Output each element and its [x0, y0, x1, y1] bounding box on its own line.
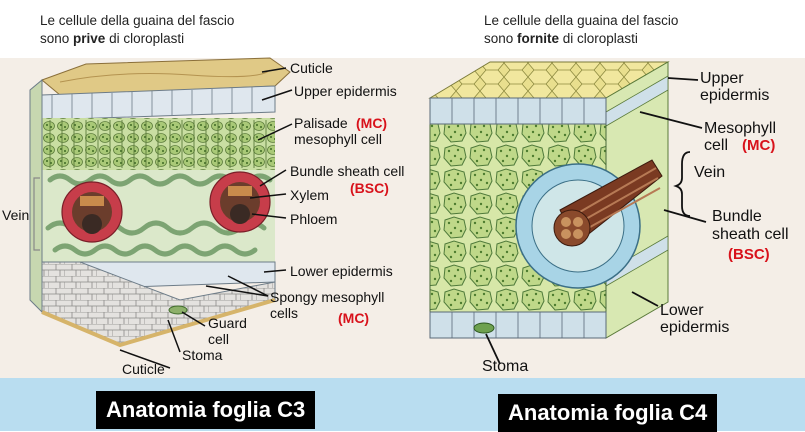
c4-label-upper-epidermis: epidermis	[700, 87, 770, 104]
c3-label-phloem: Phloem	[290, 211, 338, 227]
c3-label-mesophyll-cell: mesophyll cell	[294, 131, 382, 147]
c4-label-cell: cell	[704, 137, 729, 154]
c3-label-stoma: Stoma	[182, 347, 223, 363]
c3-label-cuticle-bottom: Cuticle	[122, 361, 165, 377]
c4-label-mc: (MC)	[742, 137, 776, 154]
c4-leaf-block	[428, 61, 670, 339]
left-caption-line1: Le cellule della guaina del fascio	[40, 13, 235, 28]
c3-leaf-block	[29, 57, 291, 348]
c4-label-bsc: (BSC)	[728, 246, 770, 263]
c3-label-bundle-sheath-cell: Bundle sheath cell	[290, 163, 405, 179]
c4-vein	[553, 159, 663, 247]
c3-label-mc1: (MC)	[356, 115, 388, 131]
c3-label-guard: Guard	[208, 315, 247, 331]
c4-label-lower-epidermis: epidermis	[660, 319, 730, 336]
c3-label-palisade: Palisade	[294, 115, 348, 131]
c3-leader-lines	[119, 67, 293, 369]
left-caption-bold: prive	[73, 31, 106, 46]
c4-label-vein: Vein	[694, 164, 726, 181]
c4-label-mesophyll: Mesophyll	[704, 120, 777, 137]
title-c4: Anatomia foglia C4	[498, 394, 718, 432]
left-caption-line2: sono prive di cloroplasti	[40, 31, 185, 46]
c3-label-mc2: (MC)	[338, 310, 370, 326]
right-caption-bold: fornite	[517, 31, 560, 46]
right-caption-line1: Le cellule della guaina del fascio	[484, 13, 679, 28]
header-band	[0, 0, 805, 58]
c4-label-upper: Upper	[700, 70, 744, 87]
c3-label-bsc: (BSC)	[350, 180, 389, 196]
c3-label-cells: cells	[270, 305, 299, 321]
c3-vein-left	[61, 181, 123, 243]
c3-label-lower-epidermis: Lower epidermis	[290, 263, 393, 279]
c4-label-lower: Lower	[660, 302, 704, 319]
c4-label-stoma: Stoma	[482, 358, 529, 375]
c4-label-bundle: Bundle	[712, 208, 762, 225]
right-caption: Le cellule della guaina del fascio sono …	[484, 12, 678, 48]
c3-vein-right	[209, 171, 271, 233]
title-c3: Anatomia foglia C3	[96, 391, 316, 429]
c3-label-spongy: Spongy mesophyll	[270, 289, 385, 305]
c3-label-vein: Vein	[2, 207, 30, 223]
left-caption: Le cellule della guaina del fascio sono …	[40, 12, 234, 48]
right-caption-line2: sono fornite di cloroplasti	[484, 31, 638, 46]
c3-label-upper-epidermis: Upper epidermis	[294, 83, 397, 99]
c4-label-sheath-cell: sheath cell	[712, 226, 789, 243]
c3-label-cuticle-top: Cuticle	[290, 60, 333, 76]
c4-leader-lines	[485, 77, 707, 365]
c3-label-cell: cell	[208, 331, 230, 347]
c3-label-xylem: Xylem	[290, 187, 329, 203]
